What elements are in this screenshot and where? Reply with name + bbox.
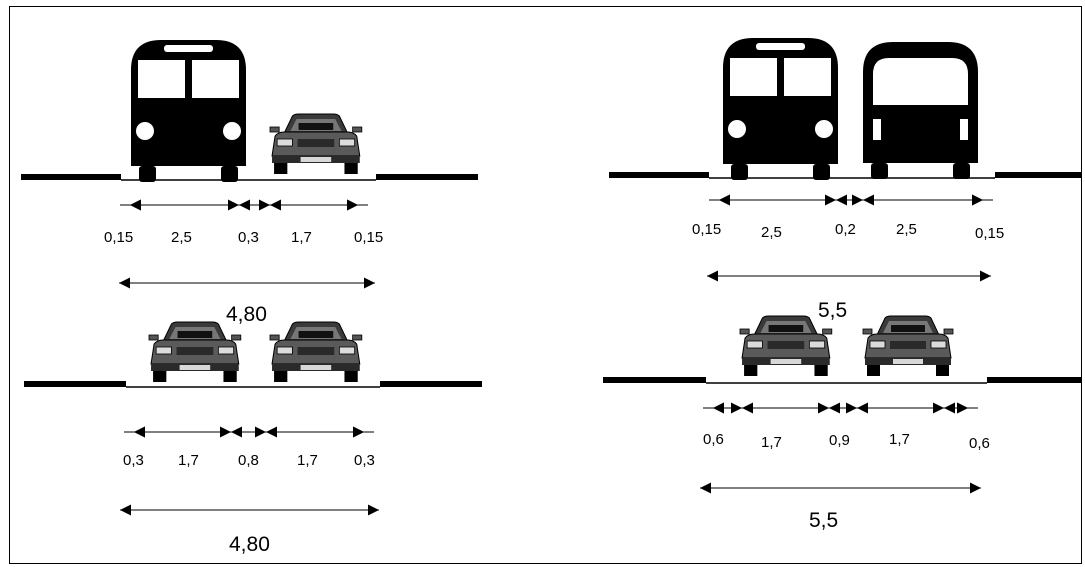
top-left-scene (21, 40, 478, 289)
bus-front-icon (131, 40, 246, 182)
dimension-arrowhead (944, 402, 955, 414)
dimension-arrowhead (134, 426, 145, 438)
diagram-frame (9, 6, 1082, 564)
top-right-scene (609, 38, 1082, 282)
segment-label: 0,3 (238, 229, 259, 246)
segment-label: 0,15 (692, 221, 722, 238)
dimension-arrowhead (347, 199, 358, 211)
dimension-arrowhead (731, 402, 742, 414)
dimension-arrowhead (255, 426, 266, 438)
dimension-arrowhead (818, 402, 829, 414)
segment-label: 2,5 (171, 229, 192, 246)
total-width-label: 4,80 (229, 533, 270, 556)
dimension-arrowhead (228, 199, 239, 211)
total-width-label: 4,80 (226, 303, 267, 326)
curb-left (609, 172, 709, 178)
dimension-arrowhead (266, 426, 277, 438)
curb-left (24, 381, 126, 387)
bus-front-icon (723, 38, 838, 180)
bottom-left-scene (24, 321, 482, 516)
segment-label: 0,6 (969, 435, 990, 452)
dimension-arrowhead (707, 270, 718, 282)
bus-rear-icon (863, 42, 978, 179)
dimension-arrowhead (980, 270, 991, 282)
dimension-arrowhead (270, 199, 281, 211)
segment-label: 0,15 (975, 225, 1005, 242)
segment-label: 0,15 (354, 229, 384, 246)
car-front-icon (862, 315, 954, 377)
segment-label: 0,6 (703, 431, 724, 448)
curb-right (380, 381, 482, 387)
dimension-arrowhead (970, 482, 981, 494)
dimension-arrowhead (368, 504, 379, 516)
dimension-arrowhead (829, 402, 840, 414)
segment-label: 2,5 (761, 224, 782, 241)
dimension-arrowhead (852, 194, 863, 206)
segment-label: 2,5 (896, 221, 917, 238)
dimension-arrowhead (846, 402, 857, 414)
dimension-arrowhead (972, 194, 983, 206)
total-width-label: 5,5 (809, 509, 839, 532)
dimension-arrowhead (719, 194, 730, 206)
segment-label: 0,2 (835, 221, 856, 238)
dimension-arrowhead (700, 482, 711, 494)
segment-label: 0,3 (123, 452, 144, 469)
dimension-arrowhead (933, 402, 944, 414)
segment-label: 1,7 (761, 434, 782, 451)
curb-right (376, 174, 478, 180)
dimension-arrowhead (863, 194, 874, 206)
segment-label: 1,7 (178, 452, 199, 469)
car-front-icon (739, 315, 833, 377)
curb-right (987, 377, 1082, 383)
segment-label: 1,7 (889, 431, 910, 448)
dimension-arrowhead (231, 426, 242, 438)
segment-label: 1,7 (291, 229, 312, 246)
dimension-arrowhead (713, 402, 724, 414)
dimension-arrowhead (836, 194, 847, 206)
dimension-arrowhead (857, 402, 868, 414)
dimension-arrowhead (364, 277, 375, 289)
bottom-right-scene (603, 315, 1082, 494)
car-front-icon (269, 113, 363, 175)
dimension-arrowhead (353, 426, 364, 438)
dimension-arrowhead (120, 504, 131, 516)
segment-label: 0,15 (104, 229, 134, 246)
curb-right (995, 172, 1082, 178)
dimension-arrowhead (742, 402, 753, 414)
curb-left (21, 174, 121, 180)
segment-label: 0,9 (829, 432, 850, 449)
car-front-icon (148, 321, 242, 383)
segment-label: 1,7 (297, 452, 318, 469)
dimension-arrowhead (259, 199, 270, 211)
curb-left (603, 377, 706, 383)
segment-label: 0,8 (238, 452, 259, 469)
dimension-arrowhead (130, 199, 141, 211)
total-width-label: 5,5 (818, 299, 848, 322)
segment-label: 0,3 (354, 452, 375, 469)
dimension-arrowhead (239, 199, 250, 211)
dimension-arrowhead (957, 402, 968, 414)
dimension-arrowhead (825, 194, 836, 206)
dimension-arrowhead (220, 426, 231, 438)
dimension-arrowhead (119, 277, 130, 289)
car-front-icon (269, 321, 363, 383)
